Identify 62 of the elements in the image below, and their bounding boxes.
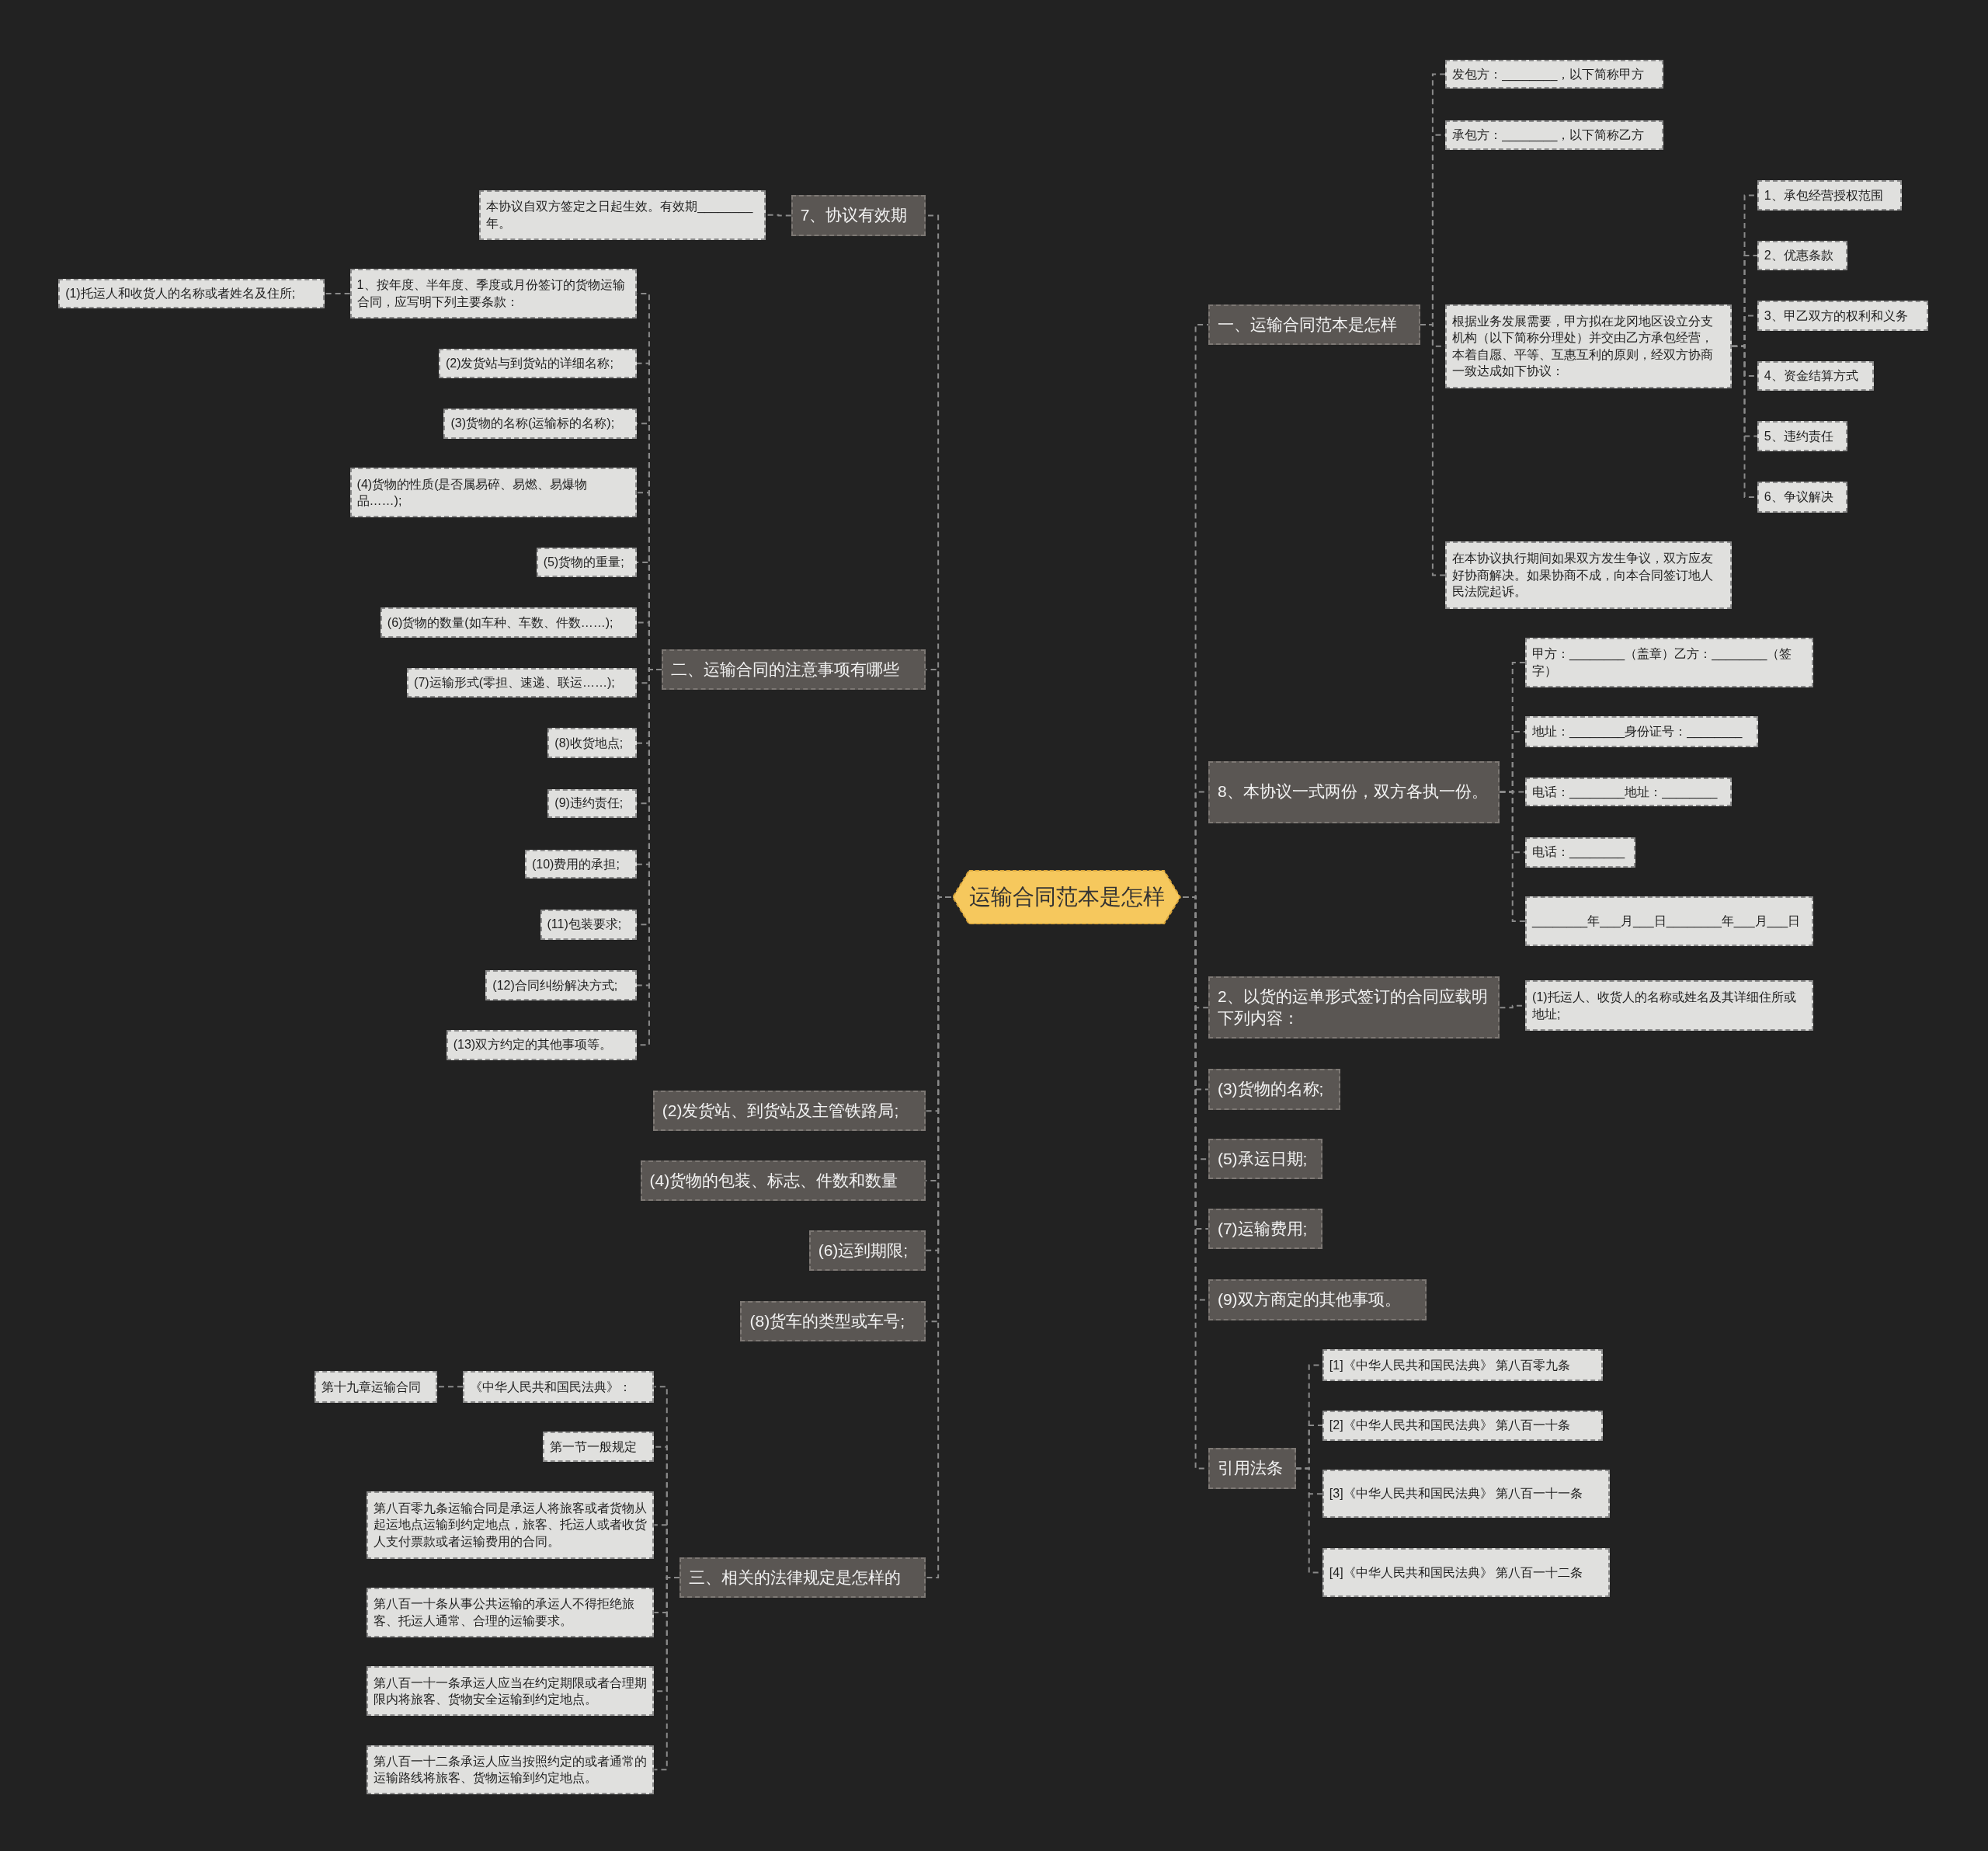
topic-box: (9)双方商定的其他事项。 <box>1208 1279 1427 1320</box>
subtopic-box: (1)托运人、收货人的名称或姓名及其详细住所或地址; <box>1525 980 1813 1032</box>
connector-line <box>924 896 952 1578</box>
subtopic-box: [2]《中华人民共和国民法典》 第八百一十条 <box>1322 1410 1603 1441</box>
subtopic-box: 3、甲乙双方的权利和义务 <box>1757 300 1929 332</box>
subtopic-box: 发包方：________，以下简称甲方 <box>1445 59 1664 89</box>
subtopic-box: (11)包装要求; <box>540 909 637 940</box>
topic-box: (7)运输费用; <box>1208 1208 1322 1250</box>
topic-box: (8)货车的类型或车号; <box>740 1301 926 1342</box>
subtopic-box: 电话：________地址：________ <box>1525 777 1733 807</box>
subtopic-box: 第八百一十二条承运人应当按照约定的或者通常的运输路线将旅客、货物运输到约定地点。 <box>366 1745 655 1795</box>
subtopic-box: 在本协议执行期间如果双方发生争议，双方应友好协商解决。如果协商不成，向本合同签订地人民法院起诉。 <box>1445 541 1733 609</box>
subtopic-box: 电话：________ <box>1525 837 1636 868</box>
subtopic-box: 1、承包经营授权范围 <box>1757 179 1902 210</box>
topic-box: 二、运输合同的注意事项有哪些 <box>662 649 926 691</box>
topic-box: 引用法条 <box>1208 1448 1296 1489</box>
subtopic-box: 地址：________身份证号：________ <box>1525 716 1759 747</box>
topic-box: 7、协议有效期 <box>791 195 926 236</box>
subtopic-box: 第一节一般规定 <box>542 1432 655 1463</box>
subtopic-box: 第八百零九条运输合同是承运人将旅客或者货物从起运地点运输到约定地点，旅客、托运人或者收货人支付票款或者运输费用的合同。 <box>366 1491 655 1559</box>
subtopic-box: (3)货物的名称(运输标的名称); <box>443 408 637 439</box>
subtopic-box: (12)合同纠纷解决方式; <box>485 969 637 1001</box>
subtopic-box: 根据业务发展需要，甲方拟在龙冈地区设立分支机构（以下简称分理处）并交由乙方承包经营，本着自愿、平等、互惠互利的原则，经双方协商一致达成如下协议： <box>1445 304 1733 388</box>
subtopic-box: 承包方：________，以下简称乙方 <box>1445 120 1664 150</box>
subtopic-box: (2)发货站与到货站的详细名称; <box>438 348 637 378</box>
topic-box: 2、以货的运单形式签订的合同应载明下列内容： <box>1208 976 1500 1039</box>
subtopic-box: (5)货物的重量; <box>536 548 637 577</box>
subtopic-box: 4、资金结算方式 <box>1757 361 1875 391</box>
connector-line <box>1499 791 1527 923</box>
topic-box: (5)承运日期; <box>1208 1139 1322 1180</box>
topic-box: (2)发货站、到货站及主管铁路局; <box>652 1091 926 1132</box>
subtopic-box: 第十九章运输合同 <box>314 1370 438 1403</box>
subtopic-box: 第八百一十条从事公共运输的承运人不得拒绝旅客、托运人通常、合理的运输要求。 <box>366 1588 655 1637</box>
subtopic-box: [3]《中华人民共和国民法典》 第八百一十一条 <box>1322 1470 1611 1519</box>
subtopic-box: (1)托运人和收货人的名称或者姓名及住所; <box>58 279 325 308</box>
subtopic-box: (9)违约责任; <box>547 788 637 819</box>
subtopic-box: 第八百一十一条承运人应当在约定期限或者合理期限内将旅客、货物安全运输到约定地点。 <box>366 1666 655 1716</box>
subtopic-box: (4)货物的性质(是否属易碎、易燃、易爆物品……); <box>349 468 637 518</box>
subtopic-box: [1]《中华人民共和国民法典》 第八百零九条 <box>1322 1349 1603 1381</box>
subtopic-box: (7)运输形式(零担、速递、联运……); <box>407 668 637 698</box>
subtopic-box: 5、违约责任 <box>1757 421 1847 452</box>
subtopic-box: 《中华人民共和国民法典》： <box>462 1370 655 1403</box>
topic-box: (3)货物的名称; <box>1208 1069 1340 1110</box>
subtopic-box: 2、优惠条款 <box>1757 241 1847 270</box>
subtopic-box: (6)货物的数量(如车种、车数、件数……); <box>380 607 637 638</box>
subtopic-box: [4]《中华人民共和国民法典》 第八百一十二条 <box>1322 1548 1611 1597</box>
topic-box: 三、相关的法律规定是怎样的 <box>679 1557 926 1599</box>
subtopic-box: 6、争议解决 <box>1757 482 1847 513</box>
subtopic-box: ________年___月___日________年___月___日 <box>1525 896 1813 946</box>
topic-box: 8、本协议一式两份，双方各执一份。 <box>1208 760 1500 823</box>
topic-hexagon: 运输合同范本是怎样 <box>951 870 1183 925</box>
subtopic-box: (10)费用的承担; <box>524 849 637 879</box>
connector-line <box>436 1386 464 1388</box>
subtopic-box: (8)收货地点; <box>547 728 637 759</box>
subtopic-box: 甲方：________（盖章）乙方：________（签字） <box>1525 638 1813 687</box>
subtopic-box: (13)双方约定的其他事项等。 <box>446 1029 637 1060</box>
connector-line <box>653 1577 681 1771</box>
subtopic-box: 本协议自双方签定之日起生效。有效期________年。 <box>479 190 766 240</box>
subtopic-box: 1、按年度、半年度、季度或月份签订的货物运输合同，应写明下列主要条款： <box>349 269 637 318</box>
topic-box: (4)货物的包装、标志、件数和数量 <box>640 1160 926 1202</box>
topic-box: (6)运到期限; <box>808 1230 926 1271</box>
topic-box: 一、运输合同范本是怎样 <box>1208 304 1420 346</box>
